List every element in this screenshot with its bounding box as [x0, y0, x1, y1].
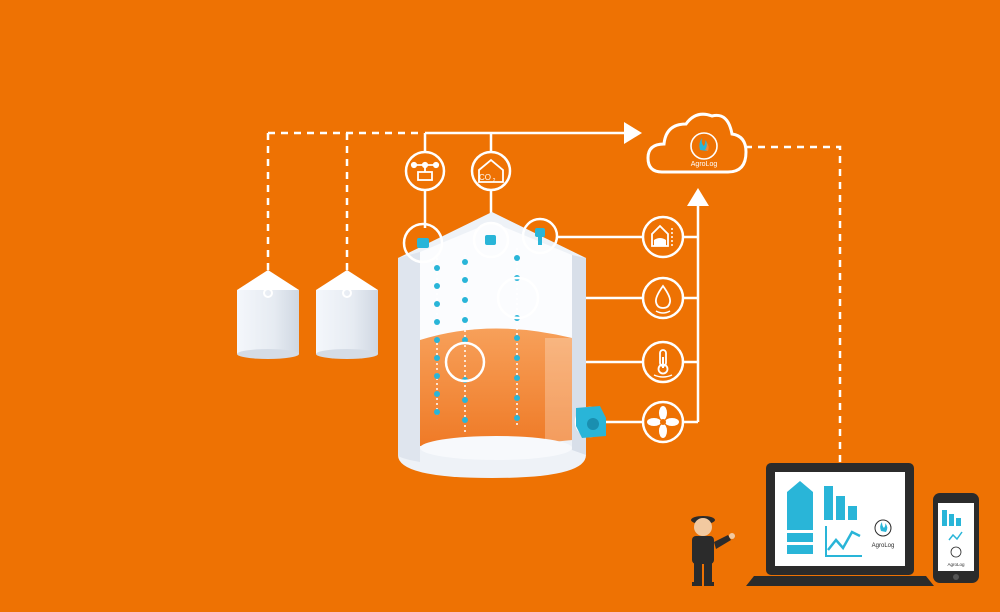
laptop-icon: AgroLog — [746, 463, 934, 586]
temperature-icon[interactable] — [641, 340, 685, 384]
small-silo-left — [237, 270, 299, 359]
laptop-bar-graphic — [824, 486, 857, 520]
cloud-icon[interactable]: AgroLog — [646, 112, 748, 174]
laptop-brand-label: AgroLog — [872, 543, 895, 549]
weather-station-icon[interactable] — [404, 150, 446, 192]
arrow-up-to-cloud — [687, 188, 709, 206]
co2-subscript: 2 — [493, 178, 496, 184]
roof-sensors — [417, 228, 545, 248]
dashed-line-cloud-to-laptop — [745, 145, 842, 462]
ring-roof-right — [521, 217, 559, 255]
ring-temperature-probe — [444, 341, 486, 383]
sensor-nodes — [434, 255, 520, 423]
person-icon — [691, 516, 735, 586]
ring-roof-left — [402, 222, 444, 264]
line-bus-stubs — [684, 235, 698, 424]
aeration-fan-unit — [576, 406, 606, 438]
co2-sensor-icon[interactable]: CO 2 — [470, 150, 512, 192]
main-silo — [398, 212, 586, 478]
co2-label: CO — [479, 173, 491, 182]
laptop-silo-graphic — [787, 481, 813, 530]
small-silo-right — [316, 270, 378, 359]
agrolog-logo-flame — [699, 138, 709, 151]
moisture-icon[interactable] — [641, 276, 685, 320]
laptop-line-graphic — [825, 526, 862, 557]
phone-brand-label: AgroLog — [947, 562, 965, 567]
ring-roof-mid — [472, 221, 510, 259]
cloud-brand-label: AgroLog — [691, 161, 718, 168]
agrolog-logo-ring — [690, 132, 718, 160]
dashed-connections — [266, 131, 842, 462]
arrow-to-cloud — [624, 122, 642, 144]
level-sensor-icon[interactable] — [641, 215, 685, 259]
dashed-line-small-silos — [266, 131, 420, 285]
ring-moisture-probe — [496, 276, 540, 320]
smartphone-icon: AgroLog — [933, 493, 979, 583]
fan-icon[interactable] — [641, 400, 685, 444]
